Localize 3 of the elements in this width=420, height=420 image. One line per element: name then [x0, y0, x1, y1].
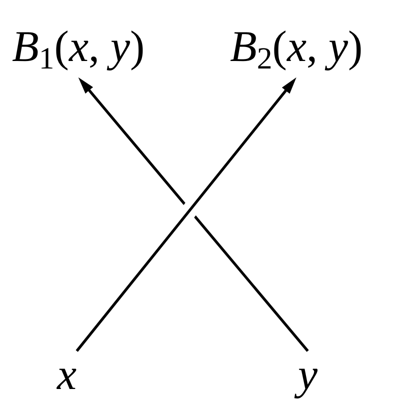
formula-label: B$_{1}$(x, y) [12, 23, 145, 72]
variable-label: x [57, 351, 77, 400]
formula-label: B$_{2}$(x, y) [230, 23, 363, 72]
